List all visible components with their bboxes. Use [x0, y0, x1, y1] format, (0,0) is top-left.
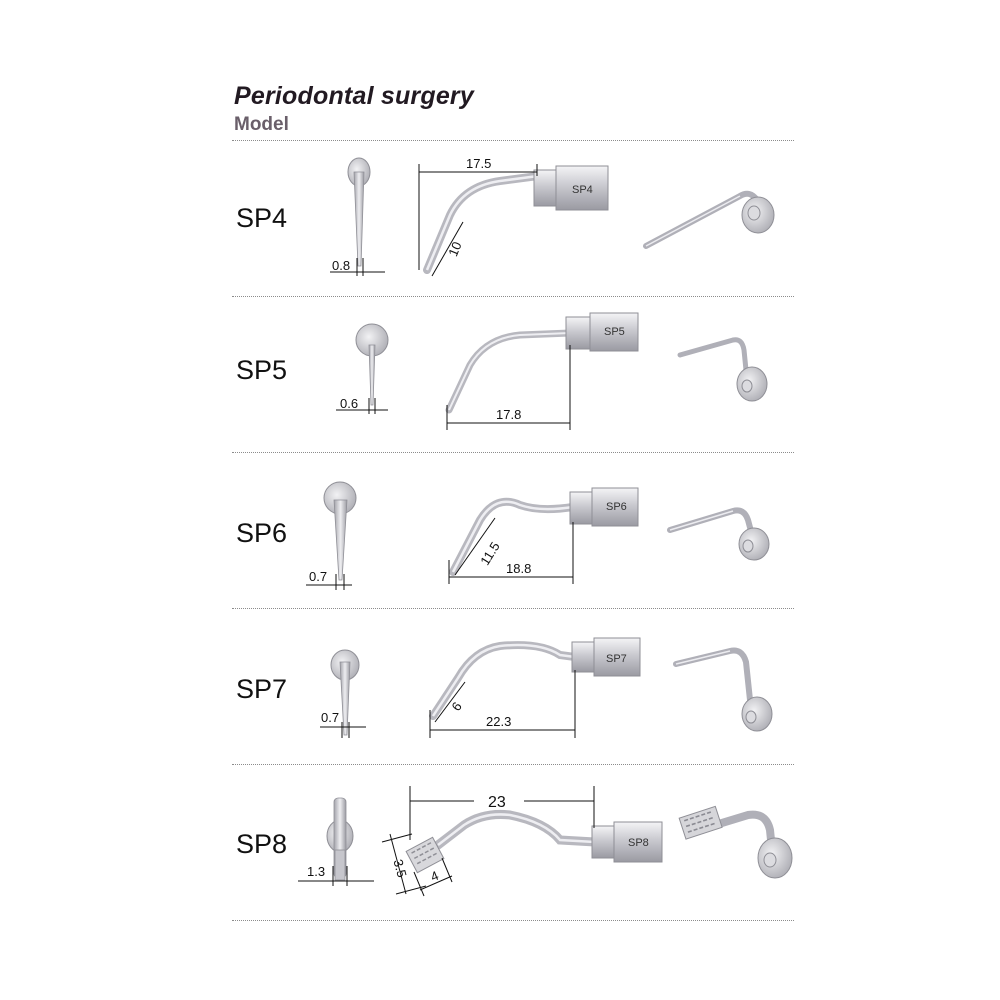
model-label-sp8: SP8	[236, 829, 288, 859]
perspective-view-sp7	[673, 647, 773, 732]
perspective-view-sp5	[677, 337, 768, 402]
separator	[232, 452, 794, 453]
front-view-sp6: 0.7	[306, 481, 357, 590]
side-view-sp5: SP5 17.8	[445, 312, 639, 430]
separator	[232, 764, 794, 765]
handle-label-sp4: SP4	[572, 184, 593, 196]
separator	[232, 608, 794, 609]
side-view-sp6: SP6 18.8 11.5	[448, 487, 639, 584]
model-label-sp7: SP7	[236, 674, 288, 704]
model-label-sp6: SP6	[236, 518, 288, 548]
handle-label-sp6: SP6	[606, 501, 627, 513]
perspective-view-sp8	[678, 805, 793, 879]
dim-length: 17.8	[496, 407, 521, 422]
model-label-sp5: SP5	[236, 355, 288, 385]
side-view-sp8: SP8 23 3.5 4	[381, 786, 663, 897]
front-view-sp7: 0.7	[320, 649, 366, 738]
separator	[232, 140, 794, 141]
perspective-view-sp6	[667, 507, 770, 561]
dim-length: 23	[488, 794, 506, 811]
dim-tip-width: 0.8	[332, 258, 350, 273]
dim-tip-width: 1.3	[307, 864, 325, 879]
model-label-sp4: SP4	[236, 203, 288, 233]
column-header-model: Model	[234, 114, 289, 135]
separator	[232, 920, 794, 921]
front-view-sp8: 1.3	[298, 797, 374, 886]
side-view-sp7: SP7 22.3 6	[429, 637, 641, 738]
handle-label-sp8: SP8	[628, 837, 649, 849]
front-view-sp4: 0.8	[330, 157, 385, 276]
separator	[232, 296, 794, 297]
dim-length: 22.3	[486, 714, 511, 729]
dim-angle-length: 10	[445, 240, 464, 259]
handle-label-sp7: SP7	[606, 653, 627, 665]
handle-label-sp5: SP5	[604, 326, 625, 338]
dim-head-width: 3.5	[390, 858, 409, 879]
front-view-sp5: 0.6	[336, 323, 389, 414]
perspective-view-sp4	[643, 190, 775, 249]
dim-length: 18.8	[506, 561, 531, 576]
dim-length: 17.5	[466, 156, 491, 171]
page-title: Periodontal surgery	[234, 82, 474, 110]
side-view-sp4: SP4 17.5 10	[418, 156, 609, 277]
dim-tip-width: 0.6	[340, 396, 358, 411]
dim-tip-width: 0.7	[309, 569, 327, 584]
dim-tip-width: 0.7	[321, 710, 339, 725]
dim-head-length: 4	[428, 868, 440, 885]
